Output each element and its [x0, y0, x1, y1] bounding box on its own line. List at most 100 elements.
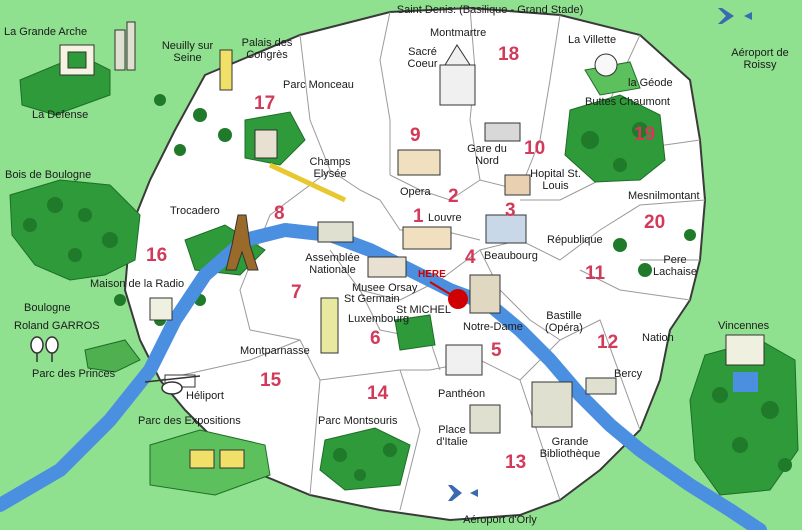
assemblee-building: [317, 221, 354, 243]
musee-orsay-building: [367, 256, 407, 278]
place-buttes-chaumont: Buttes Chaumont: [585, 96, 670, 108]
arrondissement-4: 4: [465, 247, 476, 268]
place-st-germain: St Germain: [344, 293, 400, 305]
place-louvre: Louvre: [428, 212, 462, 224]
arrondissement-12: 12: [597, 332, 619, 353]
arrondissement-15: 15: [260, 370, 282, 391]
place-gare-nord: Gare du Nord: [467, 143, 507, 167]
place-boulogne: Boulogne: [24, 302, 71, 314]
seine-river: [0, 223, 767, 530]
arrondissement-14: 14: [367, 383, 389, 404]
place-nation: Nation: [642, 332, 674, 344]
place-bercy: Bercy: [614, 368, 643, 380]
place-republique: République: [547, 234, 603, 246]
place-maison-radio: Maison de la Radio: [90, 278, 185, 290]
place-grande-bibliotheque: Grande Bibliothèque: [539, 436, 601, 460]
arrondissement-9: 9: [410, 125, 421, 146]
place-bastille: Bastille (Opéra): [545, 310, 583, 334]
place-heliport: Héliport: [186, 390, 224, 402]
place-bois-boulogne: Bois de Boulogne: [5, 169, 92, 181]
gare-du-nord-building: [484, 122, 521, 142]
arrondissement-8: 8: [274, 203, 285, 224]
helicopter-icon: [144, 375, 201, 395]
place-assemblee: Assemblée Nationale: [305, 252, 360, 276]
place-la-grande-arche: La Grande Arche: [4, 26, 88, 38]
place-trocadero: Trocadero: [170, 205, 220, 217]
buttes-chaumont-park: [564, 94, 666, 183]
place-pantheon: Panthéon: [438, 388, 486, 400]
defense-towers: [114, 29, 126, 71]
vincennes-castle: [725, 334, 765, 366]
maison-radio-building: [149, 297, 173, 321]
place-parc-montsouris: Parc Montsouris: [318, 415, 398, 427]
place-luxembourg: Luxembourg: [348, 313, 410, 325]
seine-lake: [733, 372, 758, 392]
airplane-icon: [440, 485, 478, 501]
arrondissement-7: 7: [291, 282, 302, 303]
arrondissement-16: 16: [146, 245, 168, 266]
place-beaubourg: Beaubourg: [484, 250, 538, 262]
saint-denis-label: Saint Denis: (Basilique - Grand Stade): [396, 4, 584, 16]
parc-princes-stadium: [84, 339, 141, 373]
place-vincennes: Vincennes: [718, 320, 770, 332]
tennis-rackets-icon: [30, 336, 59, 362]
bois-de-vincennes-park: [689, 339, 799, 496]
place-parc-monceau: Parc Monceau: [283, 79, 354, 91]
arrondissement-1: 1: [413, 206, 424, 227]
airplane-icon: [708, 8, 752, 24]
beaubourg-building: [485, 214, 527, 244]
montparnasse-tower: [320, 297, 339, 354]
place-montmartre: Montmartre: [430, 27, 487, 39]
place-palais-congres: Palais des Congrès: [241, 37, 293, 61]
place-opera: Opera: [400, 186, 431, 198]
expo-building-2: [219, 449, 245, 469]
arrondissement-5: 5: [491, 340, 502, 361]
notre-dame-building: [469, 274, 501, 314]
arc-triomphe-building: [254, 129, 278, 159]
arrondissement-3: 3: [505, 200, 516, 221]
la-geode-sphere: [594, 53, 618, 77]
place-neuilly: Neuilly sur Seine: [161, 40, 214, 64]
place-champs-elysees: Champs Elysée: [309, 156, 351, 180]
you-are-here-marker: [448, 289, 468, 309]
place-notre-dame: Notre-Dame: [463, 321, 523, 333]
arrondissement-11: 11: [585, 263, 606, 284]
place-musee-orsay: Musee Orsay: [352, 282, 418, 294]
arrondissement-13: 13: [505, 452, 527, 473]
arrondissement-2: 2: [448, 186, 459, 207]
arrondissement-17: 17: [254, 93, 276, 114]
orly-airport-label: Aéroport d'Orly: [463, 514, 537, 526]
place-la-villette: La Villette: [568, 34, 617, 46]
place-pere-lachaise: Pere Lachaise: [652, 254, 698, 278]
arrondissement-18: 18: [498, 44, 520, 65]
place-hopital-st-louis: Hopital St. Louis: [530, 168, 581, 192]
arrondissement-20: 20: [644, 212, 666, 233]
palais-congres-tower: [219, 49, 233, 91]
place-place-italie: Place d'Italie: [436, 424, 468, 448]
pantheon-building: [445, 344, 483, 376]
place-st-michel: St MICHEL: [396, 304, 452, 316]
place-montparnasse: Montparnasse: [240, 345, 310, 357]
place-sacre-coeur: Sacré Coeur: [407, 46, 438, 70]
eiffel-tower: [225, 214, 259, 271]
place-mesnilmontant: Mesnilmontant: [628, 190, 700, 202]
sacre-coeur-building: [439, 64, 476, 106]
hopital-building: [504, 174, 531, 196]
arrondissement-10: 10: [524, 138, 546, 159]
place-parc-princes: Parc des Princes: [32, 368, 116, 380]
luxembourg-garden: [394, 314, 436, 351]
you-are-here-label: HERE: [418, 269, 446, 280]
place-parc-expositions: Parc des Expositions: [138, 415, 241, 427]
expo-building-1: [189, 449, 215, 469]
place-italie-buildings: [469, 404, 501, 434]
bois-de-boulogne-park: [9, 179, 141, 281]
champs-elysees-avenue: [268, 162, 347, 203]
louvre-building: [402, 226, 452, 250]
roissy-airport-label: Aéroport de Roissy: [731, 47, 789, 71]
arrondissement-6: 6: [370, 328, 381, 349]
arrondissement-19: 19: [634, 124, 656, 145]
place-roland-garros: Roland GARROS: [14, 320, 100, 332]
bercy-building: [585, 377, 617, 395]
place-la-defense: La Defense: [32, 109, 89, 121]
